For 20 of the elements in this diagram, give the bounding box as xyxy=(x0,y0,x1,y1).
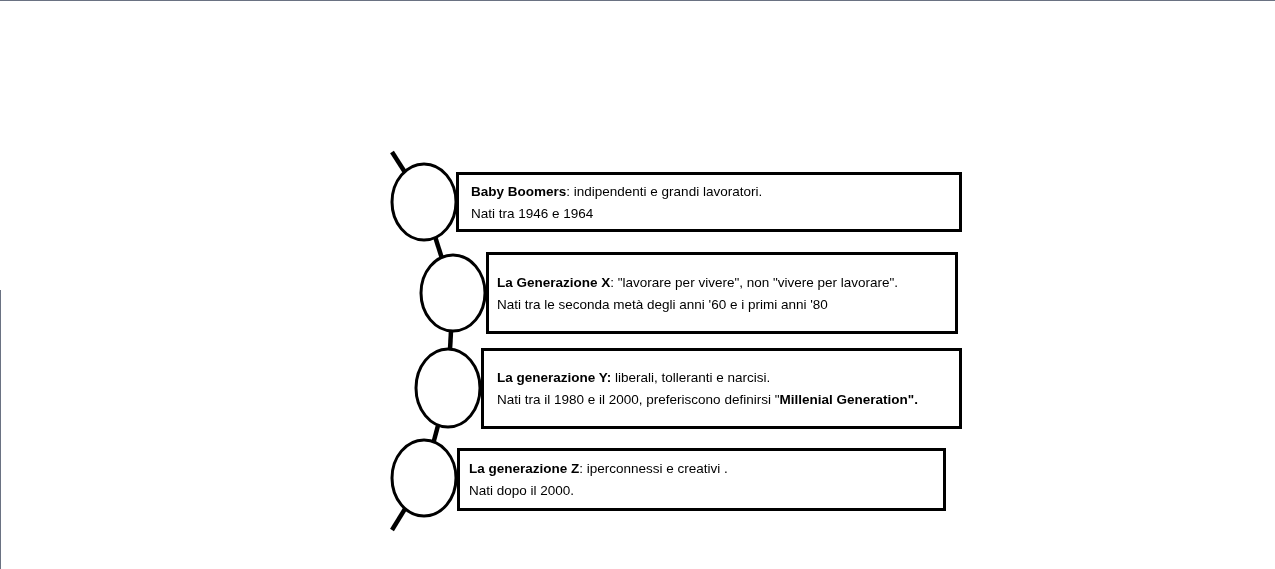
timeline-line xyxy=(447,330,454,350)
generation-box xyxy=(456,172,962,232)
timeline-circle xyxy=(390,162,458,242)
timeline-circle xyxy=(414,347,482,429)
timeline-line xyxy=(433,236,444,259)
timeline-circle xyxy=(390,438,458,518)
generation-box xyxy=(486,252,958,334)
birth-years-text: Nati tra le seconda metà degli anni '60 e i primi anni '80 xyxy=(497,295,829,313)
birth-years-text: Nati dopo il 2000. xyxy=(469,482,576,499)
timeline-line xyxy=(390,507,408,532)
generation-description: La generazione Z: iperconnessi e creativi . xyxy=(469,460,729,477)
birth-years-text: Nati tra 1946 e 1964 xyxy=(471,204,595,222)
generation-description: Baby Boomers: indipendenti e grandi lavoratori. xyxy=(471,182,764,200)
generation-box xyxy=(457,448,946,511)
timeline-line xyxy=(390,150,407,173)
timeline-circle xyxy=(419,253,487,333)
birth-years-text: Nati tra il 1980 e il 2000, preferiscono definirsi "Millenial Generation". xyxy=(497,391,919,408)
generation-box xyxy=(481,348,962,429)
generation-description: La Generazione X: "lavorare per vivere", non "vivere per lavorare". xyxy=(497,273,900,291)
generation-description: La generazione Y: liberali, tolleranti e narcisi. xyxy=(497,369,772,386)
